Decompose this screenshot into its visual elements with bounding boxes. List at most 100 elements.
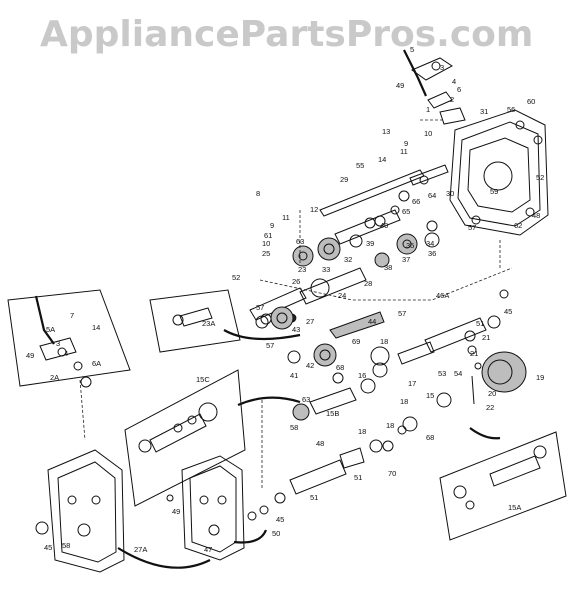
upper-housing: [449, 109, 549, 236]
label-69: 69: [352, 337, 360, 346]
gear-cluster-upper: [292, 217, 440, 268]
label-14b: 14: [92, 323, 100, 332]
label-65: 65: [402, 207, 410, 216]
label-3b: 3: [56, 339, 60, 348]
label-63b: 63: [302, 395, 310, 404]
label-10: 10: [424, 129, 432, 138]
lower-housing-right: [181, 455, 245, 561]
label-43: 43: [292, 325, 300, 334]
label-18: 18: [380, 337, 388, 346]
label-35: 35: [406, 241, 414, 250]
label-60: 60: [527, 97, 535, 106]
label-62: 62: [514, 221, 522, 230]
label-54: 54: [454, 369, 462, 378]
label-18c: 18: [386, 421, 394, 430]
label-46A: 46A: [436, 291, 449, 300]
label-16: 16: [358, 371, 366, 380]
label-21b: 21: [470, 349, 478, 358]
label-17: 17: [408, 379, 416, 388]
label-58: 58: [290, 423, 298, 432]
label-15A: 15A: [508, 503, 521, 512]
label-68b: 68: [426, 433, 434, 442]
label-26: 26: [292, 277, 300, 286]
label-47: 47: [204, 545, 212, 554]
lower-housing-left: [47, 449, 125, 573]
label-6A: 6A: [92, 359, 101, 368]
label-57d: 57: [266, 341, 274, 350]
label-25: 25: [262, 249, 270, 258]
label-15B: 15B: [326, 409, 339, 418]
label-50: 50: [272, 529, 280, 538]
label-13: 13: [382, 127, 390, 136]
label-23: 23: [298, 265, 306, 274]
label-57a: 57: [468, 223, 476, 232]
label-15: 15: [426, 391, 434, 400]
label-4b: 4: [64, 349, 68, 358]
label-15C: 15C: [196, 375, 210, 384]
label-52b: 52: [232, 273, 240, 282]
watermark: AppliancePartsPros.com: [40, 14, 534, 55]
part-labels: 5 49 3 4 6 2 31 1 56 60 13 10 9 11 14 55…: [26, 45, 544, 554]
label-27A: 27A: [134, 545, 147, 554]
label-6: 6: [457, 85, 461, 94]
label-29: 29: [340, 175, 348, 184]
label-41: 41: [290, 371, 298, 380]
label-45a: 45: [504, 307, 512, 316]
label-51b: 51: [354, 473, 362, 482]
label-23A: 23A: [202, 319, 215, 328]
label-38: 38: [384, 263, 392, 272]
shaft-46a: [370, 289, 509, 366]
label-21a: 21: [482, 333, 490, 342]
shift-lever-top: [403, 49, 466, 125]
label-63: 63: [296, 237, 304, 246]
left-inset: [7, 289, 131, 388]
label-49b: 49: [26, 351, 34, 360]
label-10b: 10: [262, 239, 270, 248]
label-57c: 57: [398, 309, 406, 318]
label-49c: 49: [172, 507, 180, 516]
gear-19: [467, 345, 527, 405]
label-28: 28: [364, 279, 372, 288]
label-37: 37: [402, 255, 410, 264]
lower-shafts: [259, 362, 452, 515]
inset-15a: [439, 431, 567, 541]
label-9: 9: [404, 139, 408, 148]
label-24: 24: [338, 291, 346, 300]
label-45b: 45: [276, 515, 284, 524]
label-64: 64: [428, 191, 436, 200]
label-14: 14: [378, 155, 386, 164]
inset-15c: [124, 369, 246, 507]
label-42: 42: [306, 361, 314, 370]
label-31: 31: [480, 107, 488, 116]
label-44: 44: [368, 317, 376, 326]
label-33: 33: [322, 265, 330, 274]
label-36: 36: [428, 249, 436, 258]
label-58b: 58: [62, 541, 70, 550]
label-8: 8: [256, 189, 260, 198]
upper-shafts: [319, 164, 449, 245]
label-2: 2: [450, 95, 454, 104]
label-3: 3: [440, 63, 444, 72]
label-1: 1: [426, 105, 430, 114]
label-11: 11: [400, 147, 408, 156]
label-12: 12: [310, 205, 318, 214]
gear-stack-middle: [260, 306, 344, 384]
label-19: 19: [536, 373, 544, 382]
label-2A: 2A: [50, 373, 59, 382]
label-45c: 45: [44, 543, 52, 552]
label-51a: 51: [476, 319, 484, 328]
label-55: 55: [356, 161, 364, 170]
inset-23a: [149, 289, 241, 353]
label-20: 20: [488, 389, 496, 398]
label-7: 7: [70, 311, 74, 320]
leader-lines: [79, 119, 513, 569]
label-5: 5: [410, 45, 414, 54]
label-52: 52: [536, 173, 544, 182]
label-9b: 9: [270, 221, 274, 230]
label-11b: 11: [282, 213, 290, 222]
label-51c: 51: [310, 493, 318, 502]
label-53: 53: [438, 369, 446, 378]
label-34: 34: [426, 239, 434, 248]
label-61: 61: [264, 231, 272, 240]
